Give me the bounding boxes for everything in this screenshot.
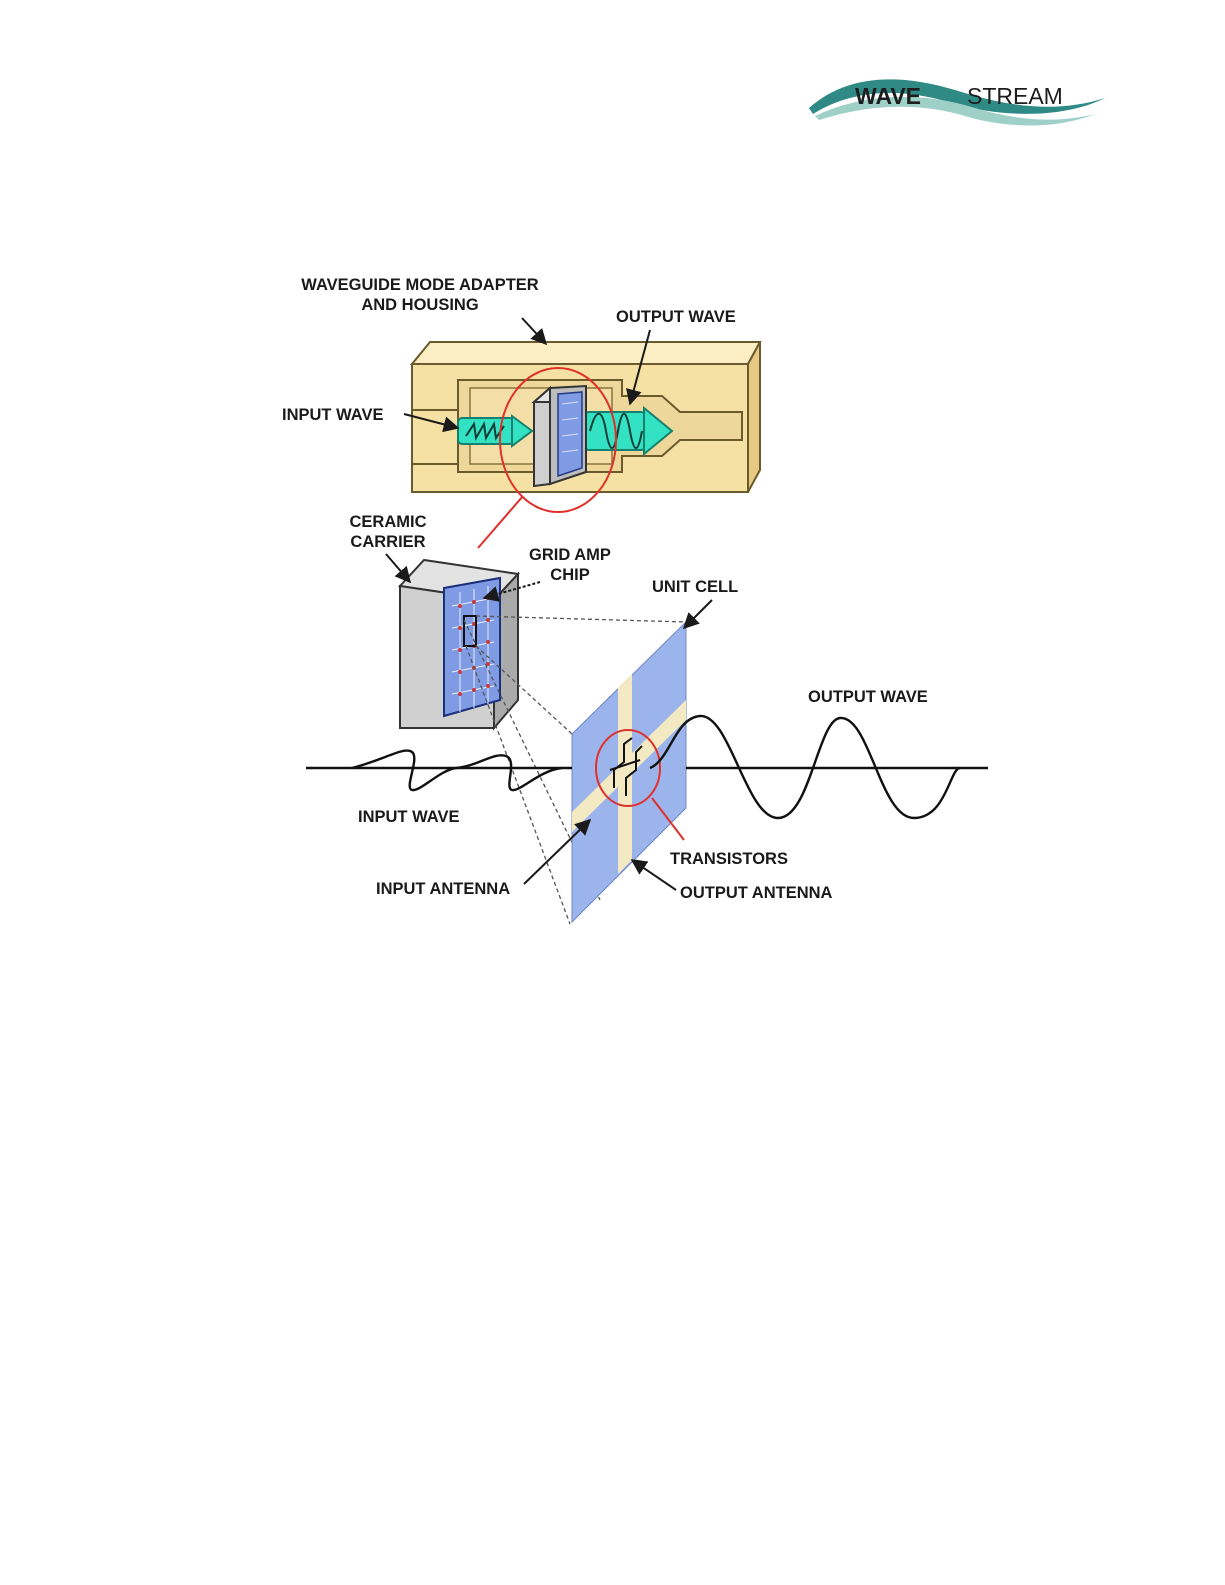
pointer-ceramic <box>386 554 410 582</box>
unit-cell <box>572 622 686 922</box>
label-ceramic-line1: CERAMIC <box>350 513 427 531</box>
label-grid-amp-line1: GRID AMP <box>529 546 611 564</box>
label-waveguide-line1: WAVEGUIDE MODE ADAPTER <box>301 276 539 294</box>
label-output-wave-bottom: OUTPUT WAVE <box>808 688 928 706</box>
label-unit-cell: UNIT CELL <box>652 578 738 596</box>
chip-highlight-leader <box>478 496 523 548</box>
label-ceramic-line2: CARRIER <box>350 533 425 551</box>
output-wave-bottom <box>650 716 988 818</box>
label-input-wave-bottom: INPUT WAVE <box>358 808 459 826</box>
label-output-wave-top: OUTPUT WAVE <box>616 308 736 326</box>
ceramic-carrier <box>400 560 518 728</box>
label-waveguide-line2: AND HOUSING <box>361 296 478 314</box>
label-output-antenna: OUTPUT ANTENNA <box>680 884 833 902</box>
input-wave-bottom <box>306 751 572 791</box>
pointer-waveguide <box>522 318 546 344</box>
label-transistors: TRANSISTORS <box>670 850 788 868</box>
chip-in-housing <box>534 386 586 486</box>
label-input-antenna: INPUT ANTENNA <box>376 880 510 898</box>
label-grid-amp-line2: CHIP <box>550 566 589 584</box>
pointer-unit-cell <box>684 600 712 628</box>
label-input-wave-top: INPUT WAVE <box>282 406 383 424</box>
